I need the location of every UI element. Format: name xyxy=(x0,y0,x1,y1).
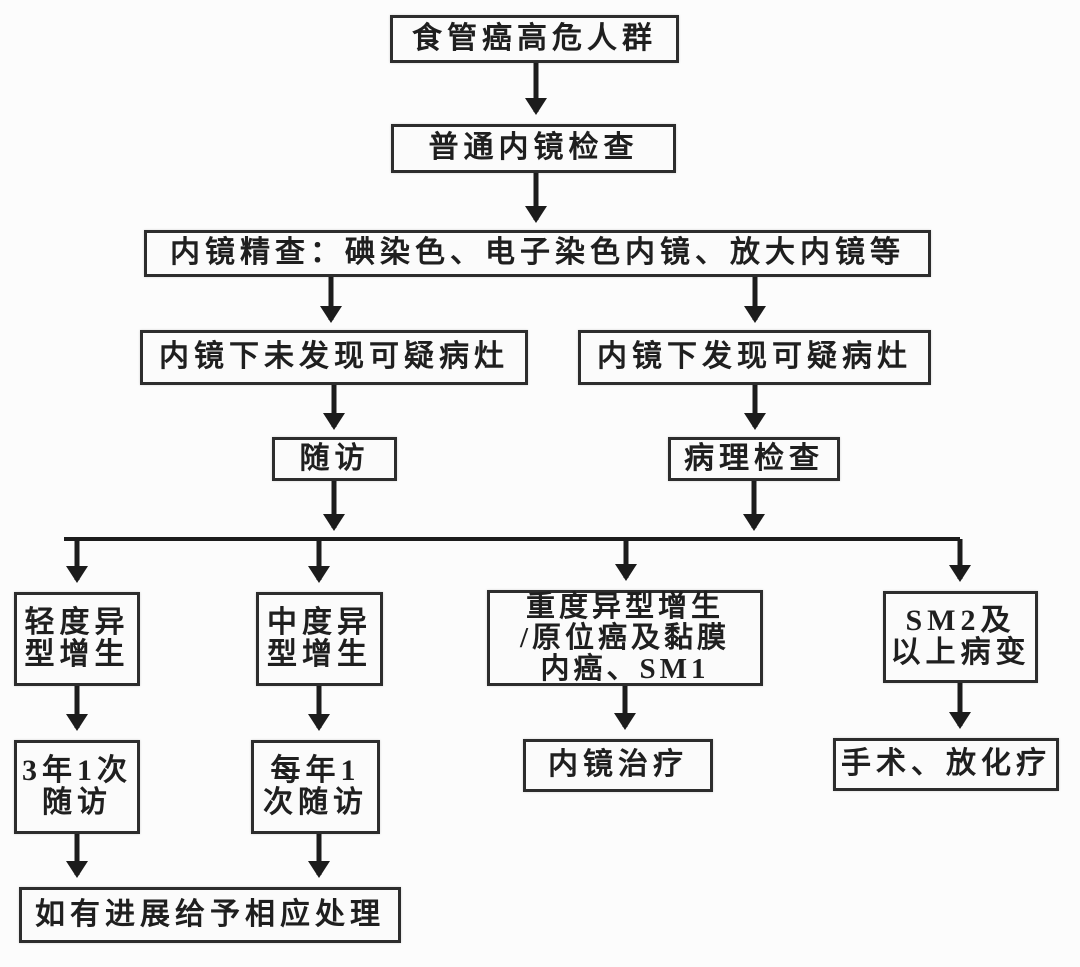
node-severe-dysplasia-sm1: 重度异型增生 /原位癌及黏膜 内癌、SM1 xyxy=(487,590,763,686)
node-follow-up-annual: 每年1 次随访 xyxy=(251,740,380,834)
node-no-suspicious-lesion: 内镜下未发现可疑病灶 xyxy=(140,330,528,385)
node-sm2-or-above: SM2及 以上病变 xyxy=(883,591,1038,683)
node-refined-endoscopy: 内镜精查：碘染色、电子染色内镜、放大内镜等 xyxy=(144,230,931,277)
node-follow-up: 随访 xyxy=(272,437,397,481)
node-high-risk-population: 食管癌高危人群 xyxy=(390,15,679,63)
node-pathology-exam: 病理检查 xyxy=(668,437,840,481)
node-endoscopic-therapy: 内镜治疗 xyxy=(523,739,713,792)
node-surgery-chemoradiotherapy: 手术、放化疗 xyxy=(833,738,1059,791)
node-mild-dysplasia: 轻度异 型增生 xyxy=(14,592,140,686)
node-progression-management: 如有进展给予相应处理 xyxy=(19,887,401,943)
node-moderate-dysplasia: 中度异 型增生 xyxy=(256,592,383,686)
node-suspicious-lesion-found: 内镜下发现可疑病灶 xyxy=(578,330,931,385)
node-follow-up-3-years: 3年1次 随访 xyxy=(14,740,140,834)
node-routine-endoscopy: 普通内镜检查 xyxy=(391,124,676,173)
